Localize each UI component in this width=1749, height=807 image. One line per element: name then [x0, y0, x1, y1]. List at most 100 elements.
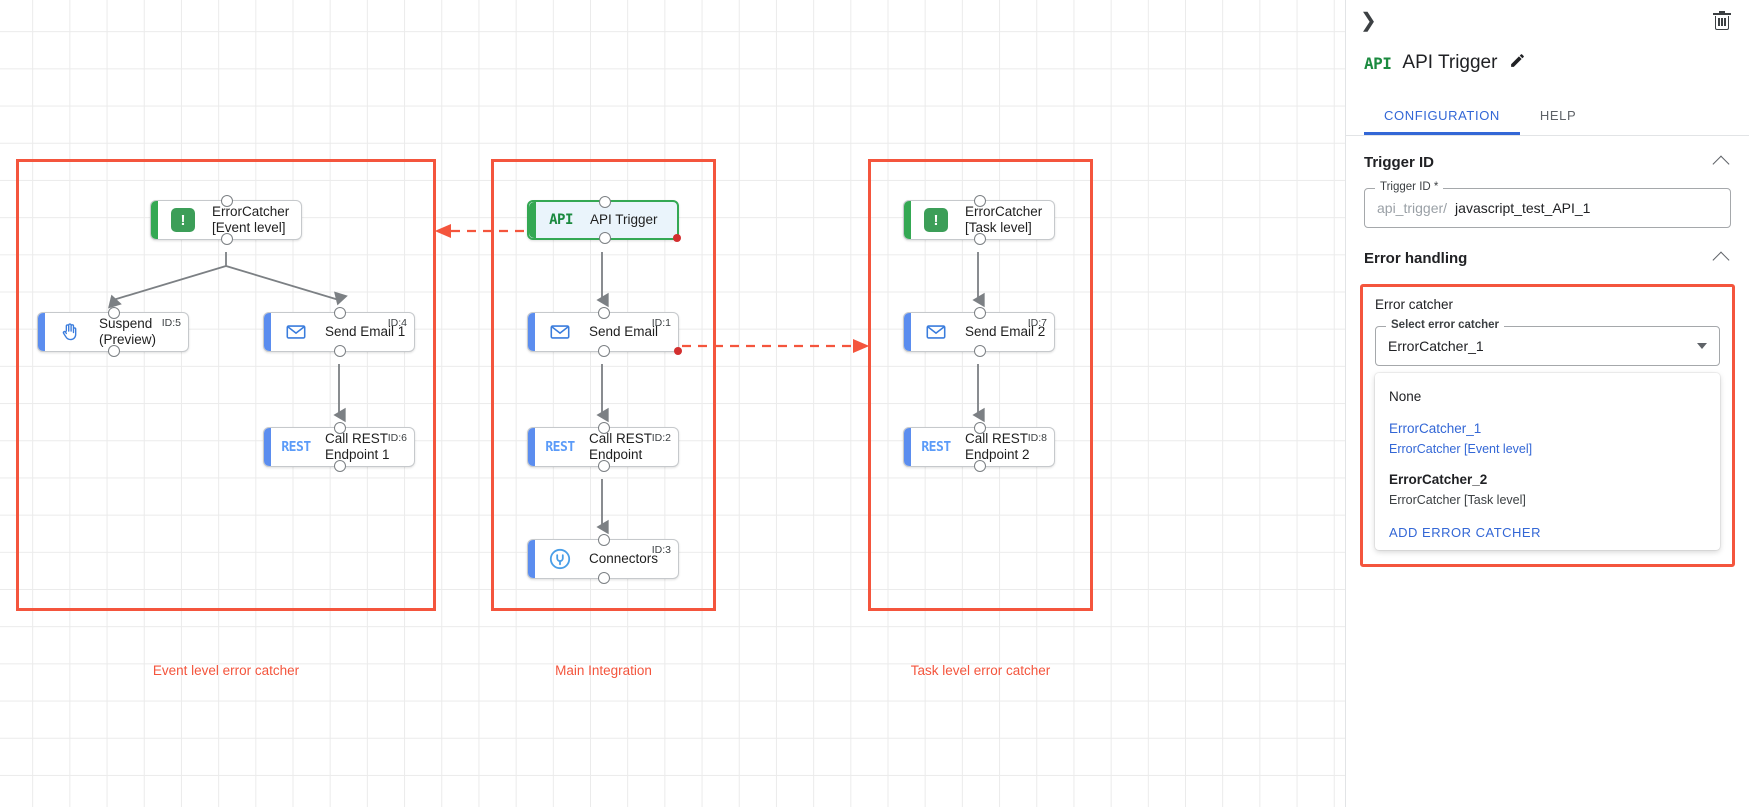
node-error-dot: [673, 234, 681, 242]
node-errorcatcher-event-level[interactable]: ! ErrorCatcher [Event level]: [150, 195, 302, 245]
node-accent: [38, 313, 45, 351]
error-catcher-icon: !: [171, 208, 195, 232]
node-port-top[interactable]: [334, 422, 346, 434]
node-icon: [55, 317, 85, 347]
trigger-id-input[interactable]: javascript_test_API_1: [1455, 200, 1591, 216]
group-box: [16, 159, 436, 611]
node-icon: REST: [281, 432, 311, 462]
hand-icon: [62, 323, 77, 341]
node-id-badge: ID:3: [651, 544, 671, 556]
node-port-bottom[interactable]: [598, 460, 610, 472]
node-icon: [921, 317, 951, 347]
node-port-top[interactable]: [599, 196, 611, 208]
error-catcher-select-label: Select error catcher: [1386, 319, 1505, 331]
node-accent: [264, 313, 271, 351]
node-port-top[interactable]: [974, 195, 986, 207]
panel-toolbar: ❯: [1346, 0, 1749, 42]
error-handling-section-header[interactable]: Error handling: [1364, 232, 1731, 284]
trigger-id-heading: Trigger ID: [1364, 153, 1435, 171]
api-icon: API: [549, 212, 573, 228]
node-accent: [904, 313, 911, 351]
node-port-bottom[interactable]: [334, 460, 346, 472]
envelope-icon: [286, 325, 306, 339]
node-port-bottom[interactable]: [334, 345, 346, 357]
node-label: Send Email 2: [965, 324, 1046, 340]
node-label: ErrorCatcher [Task level]: [965, 204, 1043, 235]
pencil-icon[interactable]: [1509, 52, 1526, 74]
error-catcher-select[interactable]: Select error catcher ErrorCatcher_1: [1375, 319, 1720, 366]
node-label: ErrorCatcher [Event level]: [212, 204, 290, 235]
node-port-bottom[interactable]: [599, 232, 611, 244]
node-id-badge: ID:6: [387, 432, 407, 444]
node-label: Call REST Endpoint 2: [965, 431, 1030, 462]
group-label: Main Integration: [555, 663, 652, 678]
node-id-badge: ID:2: [651, 432, 671, 444]
node-accent: [528, 540, 535, 578]
chevron-down-icon[interactable]: [1697, 343, 1707, 349]
node-port-top[interactable]: [221, 195, 233, 207]
section-trigger-id: Trigger ID Trigger ID * api_trigger/ jav…: [1346, 136, 1749, 232]
dropdown-option[interactable]: None: [1375, 381, 1720, 413]
connectors-icon: [549, 548, 571, 570]
add-error-catcher-button[interactable]: ADD ERROR CATCHER: [1389, 525, 1541, 541]
node-port-bottom[interactable]: [974, 345, 986, 357]
node-errorcatcher-task-level[interactable]: ! ErrorCatcher [Task level]: [903, 195, 1055, 245]
node-port-bottom[interactable]: [974, 460, 986, 472]
node-port-bottom[interactable]: [108, 345, 120, 357]
node-port-top[interactable]: [974, 422, 986, 434]
tab-configuration[interactable]: CONFIGURATION: [1364, 98, 1520, 135]
node-port-top[interactable]: [598, 534, 610, 546]
node-port-bottom[interactable]: [598, 345, 610, 357]
node-accent: [151, 201, 158, 239]
node-accent: [528, 313, 535, 351]
node-port-bottom[interactable]: [598, 572, 610, 584]
error-handling-heading: Error handling: [1364, 249, 1468, 267]
rest-icon: REST: [545, 439, 575, 455]
node-port-bottom[interactable]: [974, 233, 986, 245]
group-box: [868, 159, 1093, 611]
trigger-id-section-header[interactable]: Trigger ID: [1364, 136, 1731, 188]
chevron-up-icon[interactable]: [1712, 155, 1730, 173]
node-port-top[interactable]: [334, 307, 346, 319]
node-port-top[interactable]: [598, 422, 610, 434]
node-port-bottom[interactable]: [221, 233, 233, 245]
error-catcher-selected-value: ErrorCatcher_1: [1388, 338, 1484, 354]
node-port-top[interactable]: [974, 307, 986, 319]
node-accent: [264, 428, 271, 466]
group-label: Task level error catcher: [910, 663, 1051, 678]
tab-help[interactable]: HELP: [1539, 108, 1577, 123]
node-icon: !: [921, 205, 951, 235]
rest-icon: REST: [281, 439, 311, 455]
node-accent: [528, 428, 535, 466]
node-icon: API: [546, 205, 576, 235]
trigger-id-field[interactable]: Trigger ID * api_trigger/ javascript_tes…: [1364, 181, 1731, 228]
node-id-badge: ID:7: [1027, 317, 1047, 329]
panel-title-row: API API Trigger: [1346, 42, 1749, 84]
node-port-top[interactable]: [108, 307, 120, 319]
properties-panel: ❯ API API Trigger CONFIGURATION HELP Tri…: [1345, 0, 1749, 807]
node-id-badge: ID:4: [387, 317, 407, 329]
node-id-badge: ID:5: [161, 317, 181, 329]
dropdown-option-primary: None: [1389, 389, 1422, 404]
trash-icon[interactable]: [1713, 11, 1731, 31]
node-suspend-preview[interactable]: Suspend (Preview)ID:5: [37, 307, 189, 357]
envelope-icon: [926, 325, 946, 339]
node-icon: REST: [545, 432, 575, 462]
node-port-top[interactable]: [598, 307, 610, 319]
chevron-up-icon[interactable]: [1712, 251, 1730, 269]
node-label: Call REST Endpoint: [589, 431, 653, 462]
chevron-right-icon[interactable]: ❯: [1360, 10, 1377, 32]
node-id-badge: ID:8: [1027, 432, 1047, 444]
